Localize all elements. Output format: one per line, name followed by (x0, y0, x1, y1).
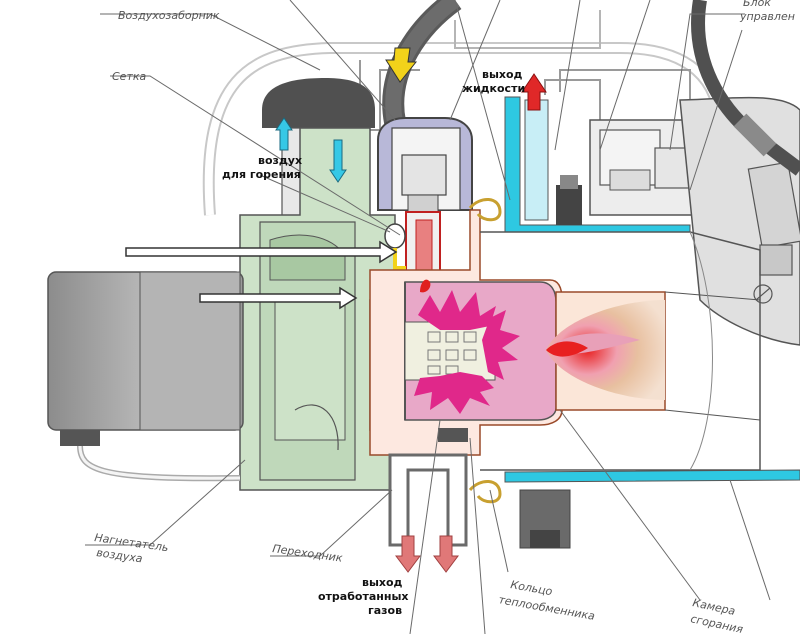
leader-lines (85, 0, 771, 634)
exchanger-ring (468, 198, 571, 549)
fuel-arrow (385, 47, 418, 83)
air-down-arrow (329, 139, 347, 183)
label-blower-2: воздуха (96, 546, 144, 565)
glow-plug-assembly (377, 117, 473, 275)
coolant-jacket (480, 96, 800, 483)
label-control-block-2: управлен (739, 10, 795, 23)
control-block (589, 96, 800, 346)
air-up-arrow (275, 117, 293, 151)
label-exchanger-ring-2: теплообменника (497, 593, 596, 623)
flame-bursts (414, 279, 520, 414)
label-chamber-2: сгорания (689, 612, 744, 634)
label-adapter: Переходник (272, 542, 344, 565)
fan-housing (239, 127, 413, 491)
label-mesh: Сетка (112, 70, 147, 83)
air-flow-arrows (275, 117, 347, 183)
label-exhaust-1: выход (362, 576, 403, 589)
pointer-arrows (125, 240, 398, 310)
flame-tube (546, 291, 666, 411)
label-exhaust-2: отработанных (318, 590, 409, 603)
label-liquid-out-2: жидкости (462, 82, 525, 95)
label-liquid-out-1: выход (482, 68, 523, 81)
label-combustion-air-1: воздух (258, 154, 302, 167)
exhaust-outlet (388, 428, 468, 547)
label-control-block-1: Блок (743, 0, 771, 9)
exhaust-arrows (395, 535, 459, 573)
blower-motor (47, 271, 244, 482)
label-air-intake: Воздухозаборник (118, 9, 220, 22)
label-combustion-air-2: для горения (222, 168, 301, 181)
label-exhaust-3: газов (368, 604, 402, 617)
liquid-out-arrow (521, 73, 547, 111)
